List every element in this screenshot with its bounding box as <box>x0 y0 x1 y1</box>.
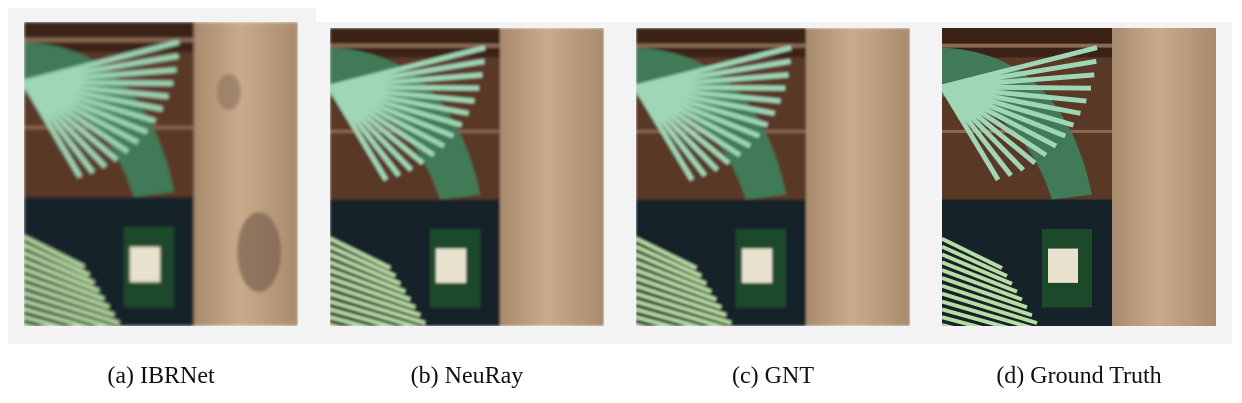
caption-ibrnet: (a) IBRNet <box>107 363 215 389</box>
render-artifact <box>237 212 281 292</box>
fern-leaf <box>330 283 421 318</box>
scene <box>330 28 604 326</box>
fern-leaf <box>330 237 391 270</box>
shelf-line <box>942 43 1216 48</box>
panel-neuray <box>330 28 604 326</box>
fern-leaf <box>24 315 65 326</box>
fern-leaf <box>942 291 1038 325</box>
fern-leaf <box>24 251 95 285</box>
fern-leaf <box>330 252 401 286</box>
caption-neuray: (b) NeuRay <box>410 363 524 389</box>
box-label <box>1048 248 1078 283</box>
fern-leaf <box>636 307 703 326</box>
caption-ground-truth: (d) Ground Truth <box>996 363 1162 389</box>
fern-leaf <box>942 283 1033 318</box>
fern-leaf <box>24 275 110 309</box>
fern-leaf <box>24 243 90 277</box>
fern-leaf <box>942 252 1013 286</box>
scene <box>942 28 1216 326</box>
fern-leaf <box>24 235 85 269</box>
fern-leaf <box>942 307 1009 326</box>
panel-image-gnt <box>636 28 910 326</box>
scene <box>636 28 910 326</box>
pillar <box>806 28 910 326</box>
fern-leaf <box>942 268 1023 302</box>
panel-ibrnet <box>24 22 298 326</box>
shelf-line <box>24 126 298 129</box>
panel-image-ground-truth <box>942 28 1216 326</box>
fern-leaf <box>636 244 702 278</box>
caption-gnt: (c) GNT <box>732 363 814 389</box>
fern-leaf <box>942 299 1033 326</box>
fern-leaf <box>636 260 712 294</box>
panel-gnt <box>636 28 910 326</box>
fern-leaf <box>330 244 396 278</box>
scene <box>24 22 298 326</box>
box-label <box>436 248 466 283</box>
pillar <box>500 28 604 326</box>
fern-leaf <box>636 276 722 310</box>
shelf-line <box>24 38 298 42</box>
fern-leaf <box>636 291 732 325</box>
leaf-frond <box>24 80 83 179</box>
box-label <box>130 247 160 282</box>
fern-leaf <box>330 315 371 326</box>
fern-leaf <box>24 283 115 317</box>
leaf-frond <box>942 85 1001 182</box>
render-artifact <box>217 74 241 110</box>
fern-leaf <box>636 237 697 270</box>
panel-ground-truth <box>942 28 1216 326</box>
fern-leaf <box>330 291 426 325</box>
shelf-line <box>636 43 910 48</box>
shelf-line <box>330 129 604 133</box>
pillar <box>1112 28 1216 326</box>
fern-leaf <box>24 267 105 301</box>
fern-leaf <box>636 252 707 286</box>
fern-leaf <box>24 259 100 293</box>
fern-leaf <box>636 268 717 302</box>
shelf-line <box>636 129 910 133</box>
fern-leaf <box>24 299 115 326</box>
fern-leaf <box>24 307 91 326</box>
fern-leaf <box>942 244 1008 278</box>
fern-leaf <box>330 268 411 302</box>
fern-leaf <box>942 276 1028 310</box>
fern-leaf <box>636 299 727 326</box>
box-label <box>742 248 772 283</box>
fern-leaf <box>636 315 677 326</box>
leaf-frond <box>330 85 389 182</box>
panel-image-ibrnet <box>24 22 298 326</box>
frame-notch <box>316 8 1242 22</box>
fern-leaf <box>942 237 1003 270</box>
leaf-frond <box>636 85 695 182</box>
fern-leaf <box>942 315 983 326</box>
panel-image-neuray <box>330 28 604 326</box>
fern-leaf <box>24 291 120 325</box>
shelf-line <box>330 43 604 48</box>
fern-leaf <box>636 283 727 318</box>
fern-leaf <box>330 276 416 310</box>
fern-leaf <box>330 307 397 326</box>
fern-leaf <box>330 299 421 326</box>
shelf-line <box>942 129 1216 133</box>
fern-leaf <box>942 260 1018 294</box>
fern-leaf <box>330 260 406 294</box>
